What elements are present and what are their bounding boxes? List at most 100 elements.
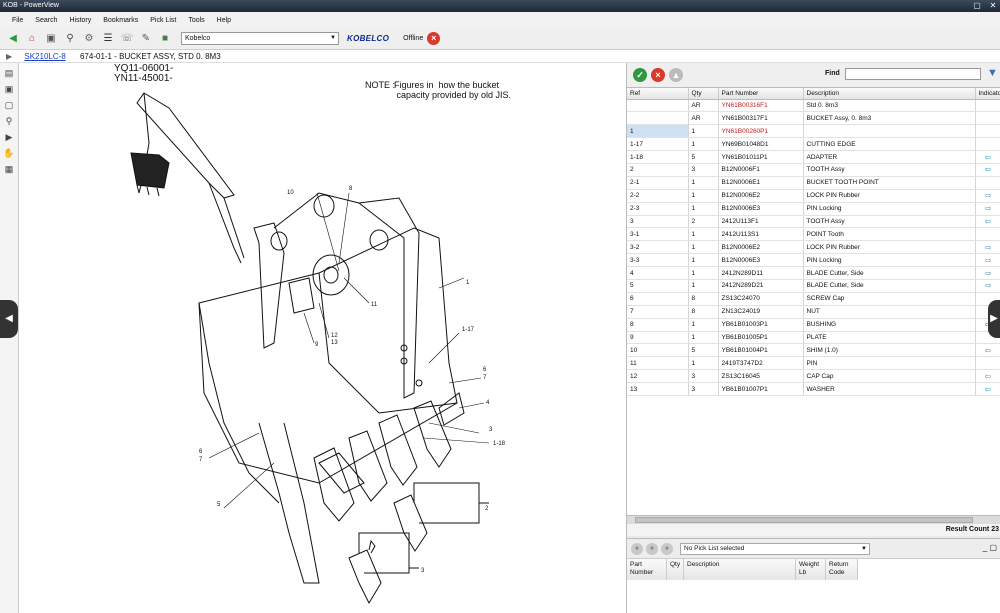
zoom-icon[interactable]: ⚲ — [5, 116, 13, 126]
column-header-ref[interactable]: Ref — [627, 88, 689, 100]
column-header-part-number[interactable]: Part Number — [718, 88, 804, 100]
row-indicator[interactable]: ⇨ — [975, 279, 1000, 293]
row-indicator[interactable] — [975, 99, 1000, 113]
home-icon[interactable]: ⌂ — [28, 33, 36, 44]
row-indicator[interactable]: ⇨ — [975, 253, 1000, 268]
offline-icon[interactable]: × — [427, 32, 441, 45]
back-icon[interactable]: ◀ — [9, 33, 17, 44]
next-page-button[interactable]: ▶ — [988, 300, 1000, 338]
pick-col-qty[interactable]: Qty — [667, 559, 684, 580]
row-indicator[interactable]: ⇦ — [975, 163, 1000, 177]
pick-refresh-icon[interactable]: ● — [661, 542, 673, 555]
parts-diagram[interactable]: YQ11-06001- YN11-45001- NOTE : Figures i… — [19, 63, 624, 613]
row-indicator[interactable]: ⇨ — [975, 240, 1000, 255]
close-button[interactable]: ✕ — [989, 1, 997, 10]
row-indicator[interactable]: ⇦ — [975, 369, 1000, 384]
hand-icon[interactable]: ✋ — [3, 148, 15, 158]
previous-page-button[interactable]: ◀ — [0, 300, 18, 338]
page-icon[interactable]: ▢ — [4, 100, 14, 110]
row-indicator[interactable]: ⇨ — [975, 266, 1000, 280]
pick-col-return-code[interactable]: Return Code — [826, 559, 858, 580]
filter-icon[interactable]: ▼ — [987, 67, 998, 79]
menu-bookmarks[interactable]: Bookmarks — [103, 16, 139, 24]
menu-file[interactable]: File — [12, 16, 24, 24]
menu-search[interactable]: Search — [35, 16, 58, 24]
row-description: NUT — [803, 305, 976, 319]
scrollbar-thumb[interactable] — [635, 517, 973, 523]
expand-icon[interactable]: ▶ — [6, 52, 13, 61]
brand-select[interactable]: Kobelco ▼ — [181, 32, 339, 45]
row-ref: 3-1 — [627, 227, 689, 242]
menu-tools[interactable]: Tools — [188, 16, 205, 24]
print-preview-icon[interactable]: ▤ — [4, 68, 14, 78]
find-input[interactable] — [845, 68, 981, 80]
column-header-description[interactable]: Description — [803, 88, 976, 100]
fit-page-icon[interactable]: ▦ — [4, 164, 14, 174]
pick-add-icon[interactable]: ● — [631, 542, 643, 555]
search-icon[interactable]: ⚲ — [66, 33, 74, 44]
row-part-number: B12N0006F1 — [718, 163, 804, 177]
barcode-icon[interactable]: ☰ — [103, 33, 113, 44]
clear-icon[interactable]: × — [651, 68, 665, 82]
book-icon[interactable]: ■ — [161, 33, 169, 44]
cart-icon[interactable]: ☏ — [120, 33, 134, 44]
row-indicator[interactable]: ⇨ — [975, 189, 1000, 203]
menu-history[interactable]: History — [69, 16, 92, 24]
row-indicator[interactable]: ⇦ — [975, 215, 1000, 229]
row-indicator[interactable]: ⇦ — [975, 343, 1000, 358]
select-icon[interactable]: ▶ — [5, 132, 13, 142]
pick-col-description[interactable]: Description — [684, 559, 796, 580]
row-indicator[interactable] — [975, 356, 1000, 371]
pick-col-weight[interactable]: Weight Lb — [796, 559, 826, 580]
row-indicator[interactable]: ⇨ — [975, 202, 1000, 216]
maximize-button[interactable]: ▢ — [973, 1, 981, 10]
pick-col-part-number[interactable]: Part Number — [627, 559, 667, 580]
column-header-qty[interactable]: Qty — [688, 88, 719, 100]
row-indicator[interactable] — [975, 137, 1000, 152]
pick-list-select[interactable]: No Pick List selected ▼ — [680, 542, 870, 555]
truck-icon[interactable]: ▣ — [46, 33, 56, 44]
row-indicator[interactable] — [975, 176, 1000, 190]
check-icon[interactable]: ✓ — [633, 68, 647, 82]
row-part-number: YN69B01048D1 — [718, 137, 804, 152]
row-indicator[interactable]: ⇦ — [975, 382, 1000, 396]
gear-icon[interactable]: ⚙ — [84, 33, 94, 44]
row-indicator[interactable] — [975, 124, 1000, 139]
cart-icon[interactable]: ▲ — [669, 68, 683, 82]
menu-help[interactable]: Help — [216, 16, 232, 24]
pick-remove-icon[interactable]: ● — [646, 542, 658, 555]
breadcrumb-model-link[interactable]: SK210LC-8 — [24, 52, 66, 61]
row-indicator[interactable]: ⇦ — [975, 150, 1000, 164]
minimize-panel-icon[interactable]: _ ▢ — [982, 543, 997, 552]
row-indicator[interactable] — [975, 111, 1000, 126]
save-icon[interactable]: ▣ — [4, 84, 14, 94]
menu-pick-list[interactable]: Pick List — [150, 16, 177, 24]
edit-icon[interactable]: ✎ — [141, 33, 151, 44]
row-indicator[interactable] — [975, 227, 1000, 242]
column-header-indicator[interactable]: Indicato — [975, 88, 1000, 100]
horizontal-scrollbar[interactable] — [627, 515, 1000, 524]
